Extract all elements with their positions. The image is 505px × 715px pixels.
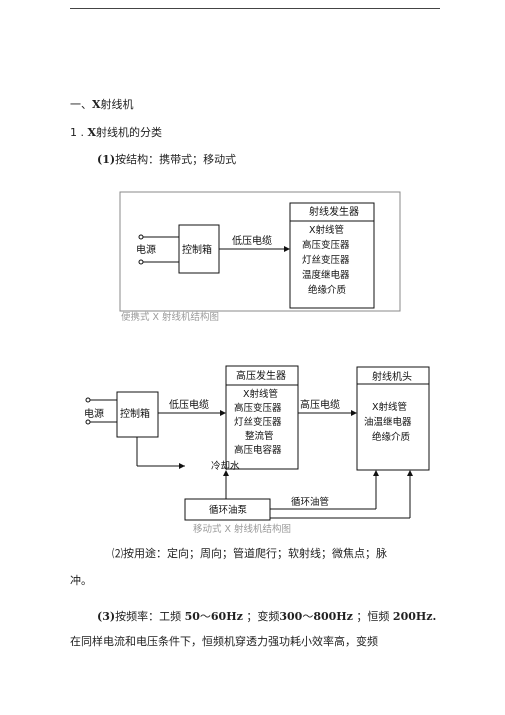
head-item: 绝缘介质 [372,431,411,443]
portable-caption: 便携式 X 射线机结构图 [121,312,220,323]
pump-label: 循环油泵 [209,504,248,516]
hv-generator-item: 灯丝变压器 [234,416,282,428]
generator-item: X射线管 [309,224,344,236]
head-title: 射线机头 [372,370,412,383]
top-rule [70,8,440,9]
section-heading: 一、X射线机 [70,98,134,111]
generator-title: 射线发生器 [309,205,359,218]
hv-generator-item: 整流管 [245,430,274,442]
generator-box [289,202,375,309]
hv-generator-item: 高压变压器 [234,402,282,414]
mobile-control-box-label: 控制箱 [120,407,150,420]
cable-label: 低压电缆 [232,234,272,247]
item-structure: (1)按结构：携带式；移动式 [97,153,237,166]
mobile-low-cable-label: 低压电缆 [169,398,209,411]
item-frequency: (3)按频率：工频 50〜60Hz ；变频300〜800Hz ；恒频 200Hz… [97,610,437,623]
subsection-heading: 1 . X射线机的分类 [70,126,163,139]
mobile-caption: 移动式 X 射线机结构图 [193,524,292,535]
hv-cable-label: 高压电缆 [300,398,340,411]
cooling-water-label: 冷却水 [211,460,240,472]
generator-item: 绝缘介质 [308,284,347,296]
power-label: 电源 [136,243,156,256]
oil-pipe-label: 循环油管 [291,496,329,508]
hv-generator-item: 高压电容器 [234,444,282,456]
item-purpose-line1: ⑵按用途：定向；周向；管道爬行；软射线；微焦点；脉 [112,547,387,560]
item-purpose-line2: 冲。 [70,574,92,587]
head-item: 油温继电器 [364,416,412,428]
hv-generator-item: X射线管 [243,388,278,400]
mobile-power-label: 电源 [84,407,104,420]
control-box-label: 控制箱 [182,243,212,256]
hv-generator-title: 高压发生器 [236,369,286,382]
last-line: 在同样电流和电压条件下，恒频机穿透力强功耗小效率高，变频 [70,635,378,648]
generator-item: 灯丝变压器 [302,254,350,266]
generator-item: 温度继电器 [302,269,350,281]
generator-item: 高压变压器 [302,239,350,251]
head-item: X射线管 [372,401,407,413]
